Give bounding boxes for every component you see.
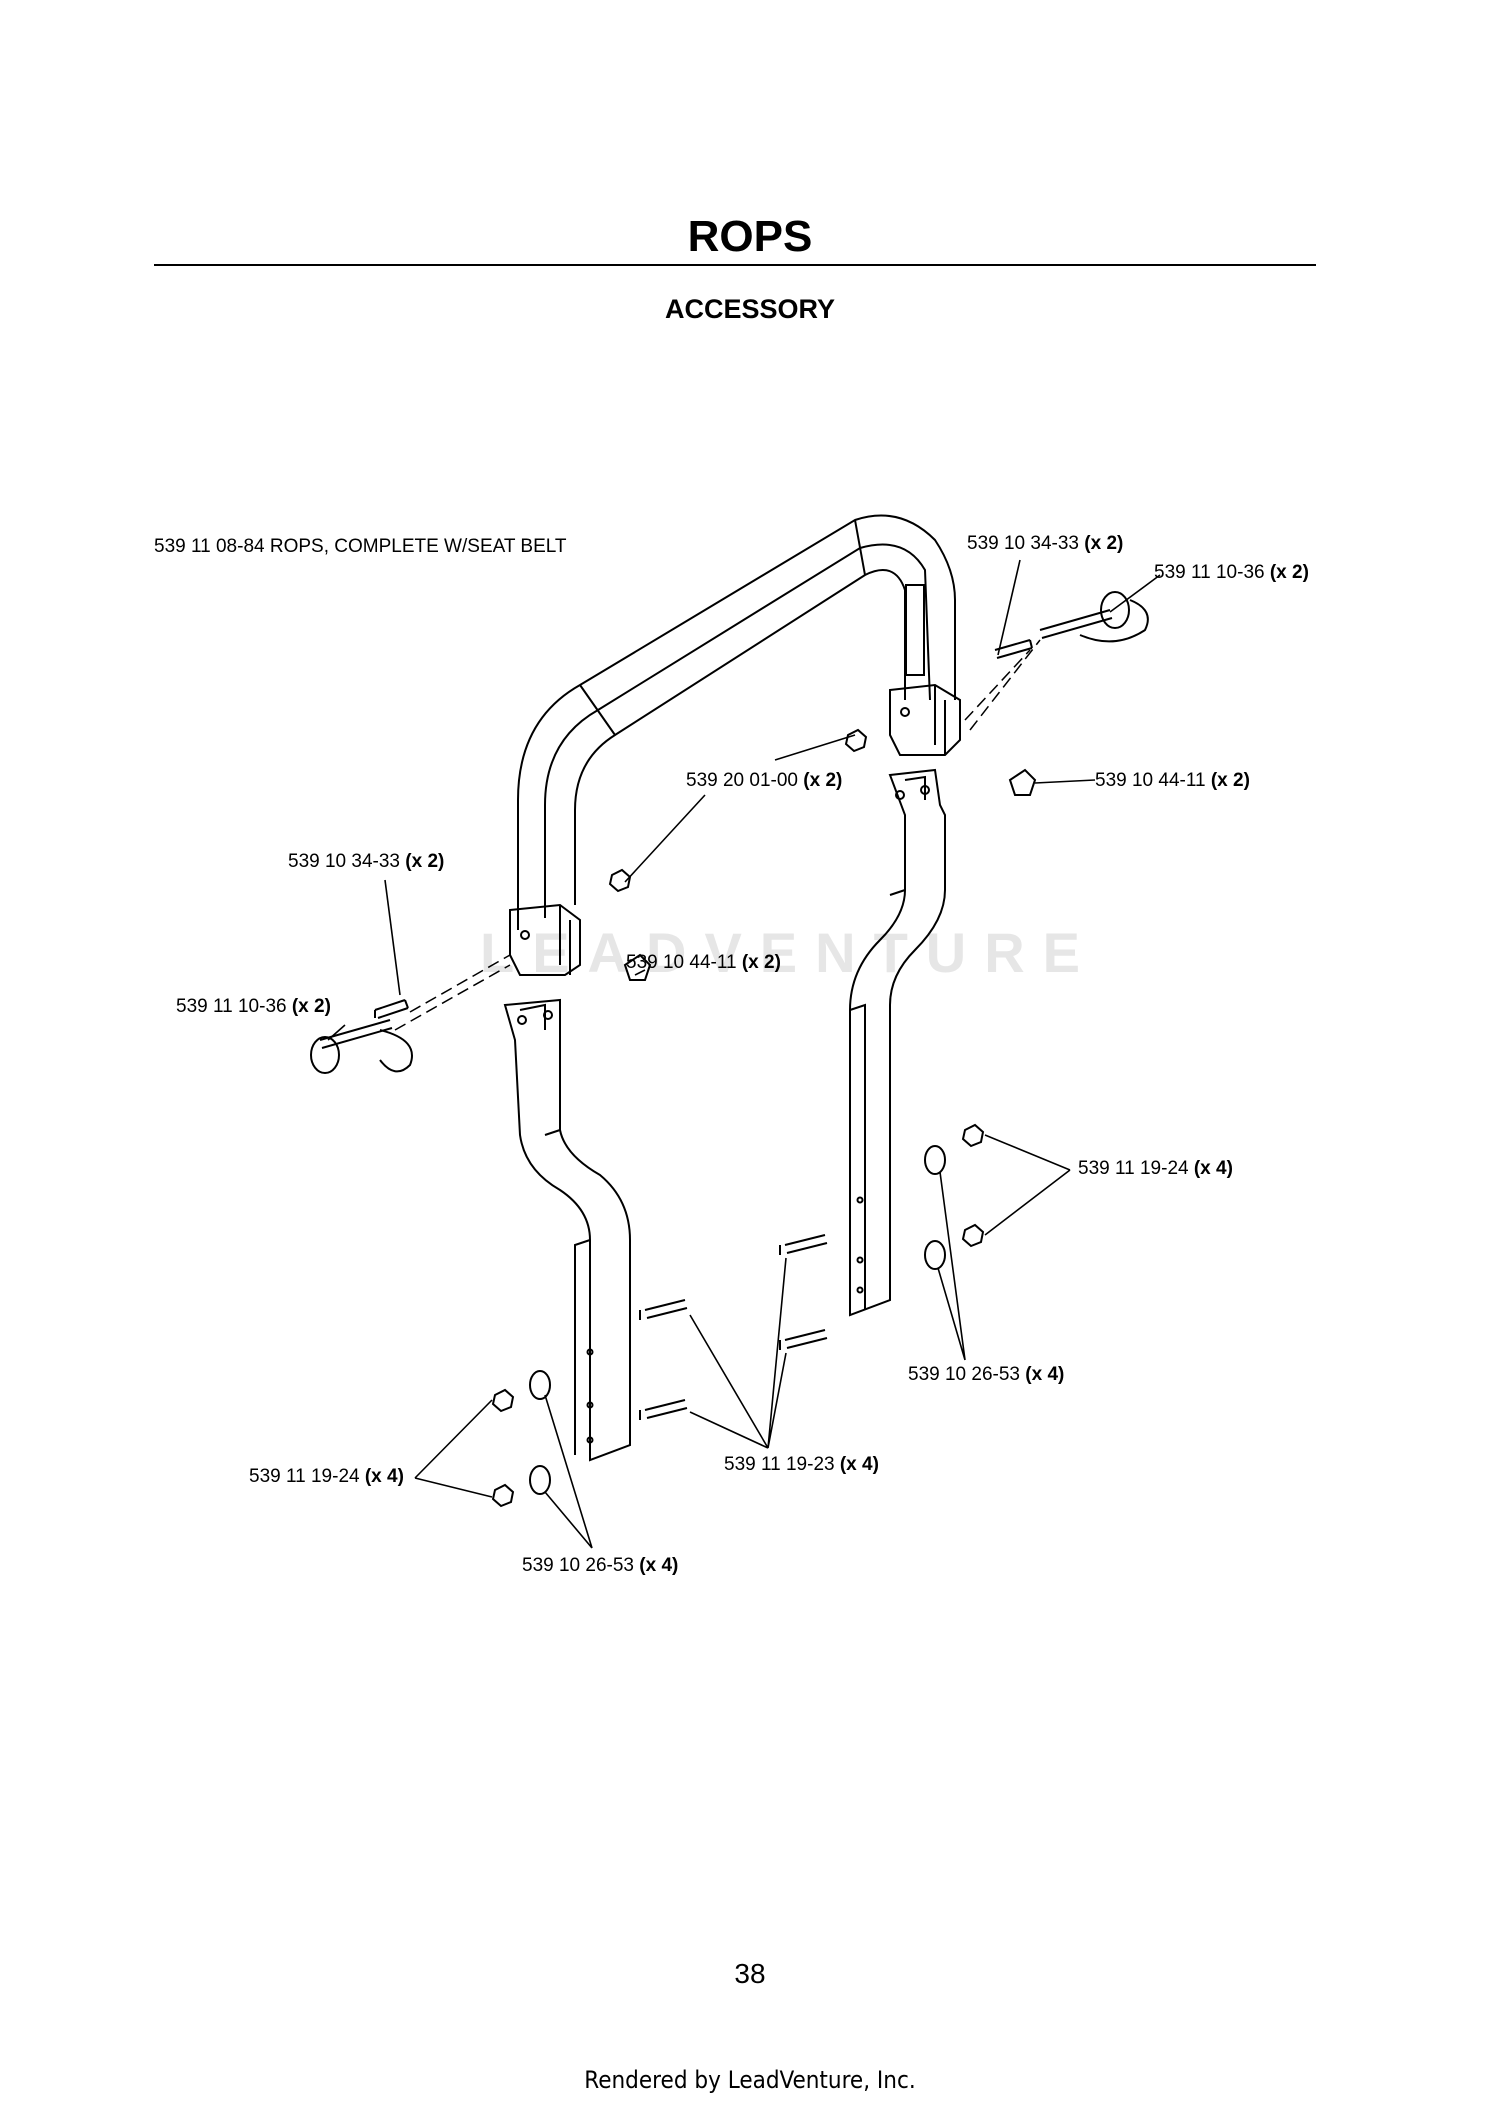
rops-hoop-outer [517,514,956,930]
washer-right-2 [924,1240,946,1270]
knob-left [623,953,652,981]
bolt-right-1 [779,1234,828,1255]
right-clevis-pin [1039,591,1149,643]
nut-right-2 [961,1223,985,1248]
right-lower-upright [849,768,946,1317]
rops-hoop-middle [544,543,931,918]
washer-right-1 [924,1145,946,1175]
assembly-label: 539 11 08-84 ROPS, COMPLETE W/SEAT BELT [154,536,567,557]
callout-washer-lower-right: 539 10 26-53 (x 4) [908,1364,1065,1385]
callout-clevis-left: 539 11 10-36 (x 2) [176,996,331,1017]
title-rule [154,264,1316,266]
nut-left-1 [491,1388,515,1413]
nut-upper-right [844,728,868,753]
page-number: 38 [734,1958,766,1989]
right-upper-bracket [889,683,961,756]
washer-left-1 [529,1370,551,1400]
nut-upper-left [608,868,632,893]
left-lower-upright [503,998,631,1462]
callout-pin-left: 539 10 34-33 (x 2) [288,851,445,872]
callout-washer-lower-left: 539 10 26-53 (x 4) [522,1555,679,1576]
left-pin [374,999,409,1019]
callout-knob-right: 539 10 44-11 (x 2) [1095,770,1250,791]
callout-bolts: 539 11 19-23 (x 4) [724,1454,879,1475]
page-subtitle: ACCESSORY [664,294,836,324]
left-upper-bracket [509,903,581,976]
callout-clevis-right: 539 11 10-36 (x 2) [1154,562,1309,583]
callout-nut-upper: 539 20 01-00 (x 2) [686,770,843,791]
rops-hoop-inner [574,569,906,905]
callout-nut-lower-right: 539 11 19-24 (x 4) [1078,1158,1233,1179]
bolt-left-1 [639,1299,688,1320]
bolt-right-2 [779,1329,828,1350]
right-pin [994,639,1033,659]
left-clevis-pin [310,1019,413,1074]
nut-right-1 [961,1123,985,1148]
callout-pin-right: 539 10 34-33 (x 2) [967,533,1124,554]
bolt-left-2 [639,1399,688,1420]
page-title: ROPS [687,212,813,261]
footer-text: Rendered by LeadVenture, Inc. [584,2066,916,2094]
washer-left-2 [529,1465,551,1495]
nut-left-2 [491,1483,515,1508]
knob-right [1008,768,1037,796]
callout-knob-left: 539 10 44-11 (x 2) [626,952,781,973]
callout-nut-lower-left: 539 11 19-24 (x 4) [249,1466,404,1487]
